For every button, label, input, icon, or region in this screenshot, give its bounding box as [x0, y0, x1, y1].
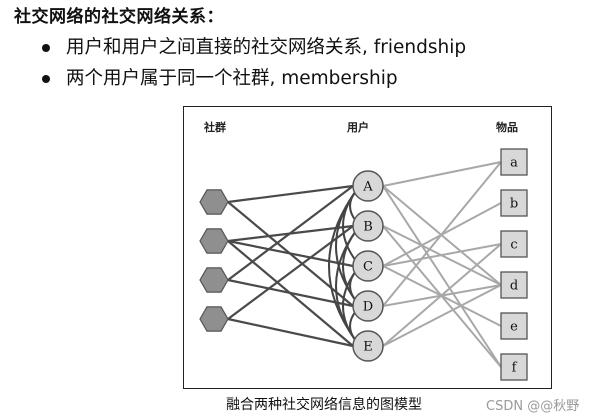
item-node-d [500, 271, 528, 299]
item-node-label-f: f [512, 361, 518, 376]
user-node-D [352, 290, 384, 322]
item-node-c [500, 230, 528, 258]
user-node-B [352, 210, 384, 242]
membership-edge-3-E [227, 317, 354, 348]
graph-model-svg: A B C D Ea b c d e f [199, 148, 528, 381]
user-node-E [352, 330, 384, 362]
bullet-item-membership: 两个用户属于同一个社群, membership [42, 63, 466, 94]
community-hexagon-icon-1 [199, 189, 229, 215]
membership-edge-0-A [227, 184, 354, 204]
user-item-edge-C-c [382, 243, 502, 267]
user-node-A [352, 170, 384, 202]
user-node-label-E: E [363, 340, 373, 355]
user-item-edge-E-c [382, 243, 502, 347]
user-node-label-C: C [363, 260, 373, 275]
user-node-label-D: D [363, 300, 373, 315]
user-item-edge-A-a [382, 161, 502, 187]
item-node-f [500, 353, 528, 381]
bullet-text-friendship: 用户和用户之间直接的社交网络关系, friendship [66, 37, 467, 58]
figure-caption: 融合两种社交网络信息的图模型 [226, 397, 422, 413]
item-node-e [500, 312, 528, 340]
bullet-text-membership: 两个用户属于同一个社群, membership [66, 68, 398, 89]
item-node-label-b: b [510, 197, 518, 212]
column-label-community: 社群 [204, 121, 226, 134]
user-item-edge-D-a [382, 161, 502, 307]
membership-edge-3-B [227, 225, 354, 320]
user-node-label-A: A [362, 180, 373, 195]
bullet-dot-icon [42, 44, 50, 52]
column-label-user: 用户 [347, 121, 369, 134]
section-title: 社交网络的社交网络关系： [14, 7, 224, 27]
watermark: CSDN @@秋野 [486, 399, 580, 414]
item-node-a [500, 148, 528, 176]
item-node-label-a: a [510, 156, 518, 171]
item-node-b [500, 189, 528, 217]
user-item-edge-E-d [382, 284, 502, 347]
community-hexagon-icon-2 [199, 228, 229, 254]
user-node-label-B: B [363, 220, 373, 235]
user-node-C [352, 250, 384, 282]
membership-edge-2-A [227, 185, 354, 281]
community-hexagon-icon-4 [199, 306, 229, 332]
user-item-edge-A-f [382, 185, 502, 368]
membership-edge-1-C [227, 239, 354, 268]
membership-edge-2-D [227, 278, 354, 308]
bullet-list: 用户和用户之间直接的社交网络关系, friendship 两个用户属于同一个社群… [42, 32, 466, 94]
column-label-item: 物品 [496, 121, 518, 134]
bullet-item-friendship: 用户和用户之间直接的社交网络关系, friendship [42, 32, 466, 63]
item-node-label-e: e [510, 320, 518, 335]
bullet-dot-icon [42, 75, 50, 83]
community-hexagon-icon-3 [199, 267, 229, 293]
item-node-label-d: d [510, 279, 518, 294]
friendship-edge-D-E [349, 310, 357, 342]
item-node-label-c: c [510, 238, 517, 253]
